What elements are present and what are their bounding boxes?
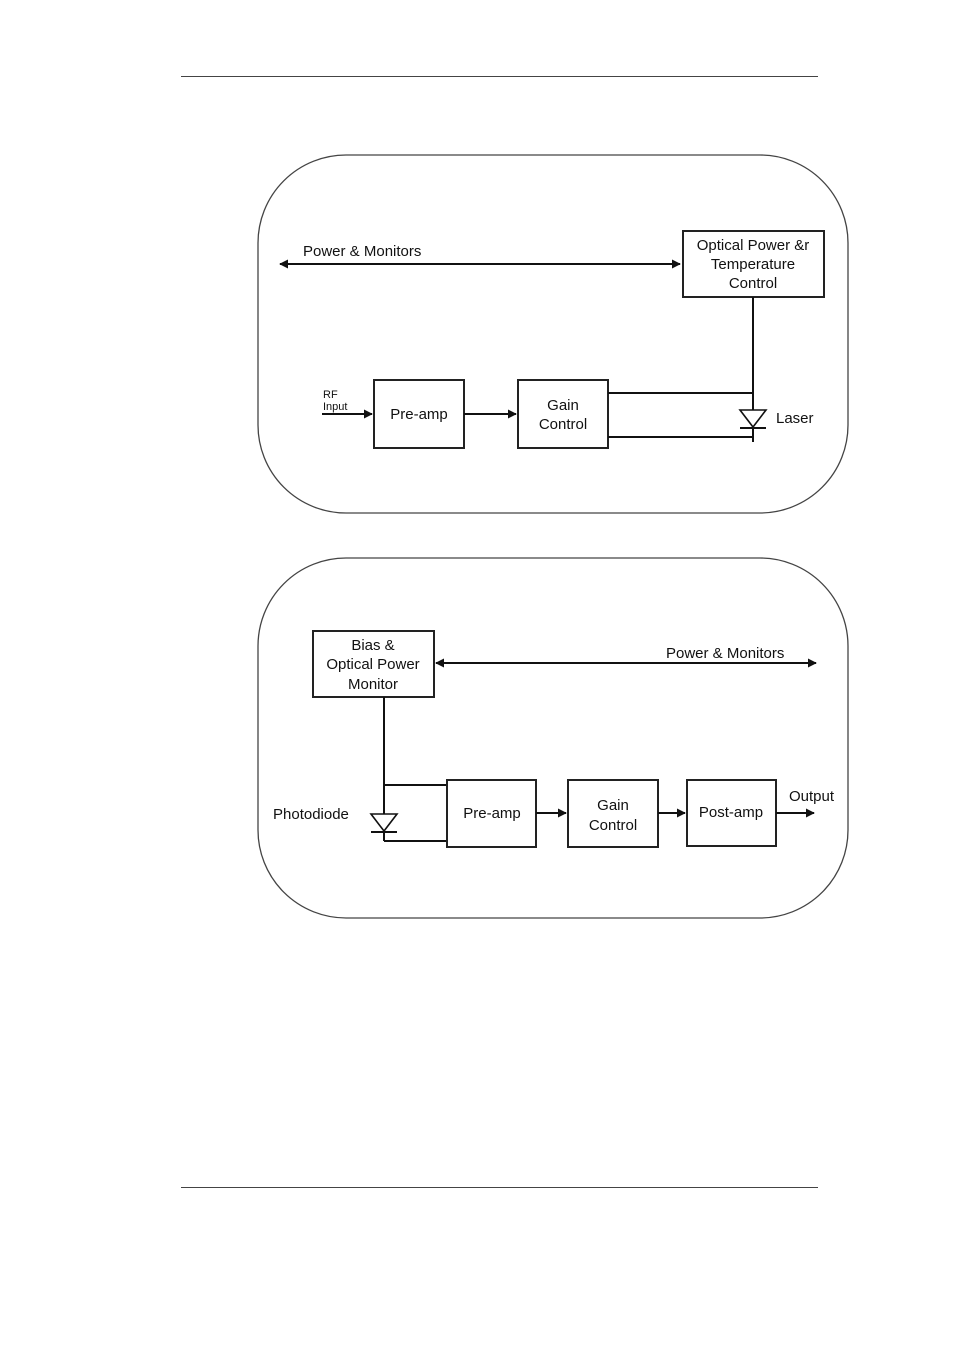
rx-photodiode-label: Photodiode [273, 806, 349, 823]
rx-preamp-label: Pre-amp [463, 805, 521, 822]
tx-power-monitors-label: Power & Monitors [303, 243, 421, 260]
tx-optical-control-line2: Temperature [711, 256, 795, 273]
rx-postamp-label: Post-amp [699, 804, 763, 821]
receiver-panel: Bias & Optical Power Monitor Power & Mon… [258, 558, 848, 918]
rx-output-label: Output [789, 788, 835, 805]
tx-preamp-label: Pre-amp [390, 406, 448, 423]
rx-power-monitors-label: Power & Monitors [666, 645, 784, 662]
tx-input-label: Input [323, 401, 347, 413]
tx-gain-control-box [518, 380, 608, 448]
tx-optical-control-line1: Optical Power &r [697, 237, 810, 254]
tx-laser-label: Laser [776, 410, 814, 427]
rx-gain-label-line2: Control [589, 817, 637, 834]
transmitter-panel-border [258, 155, 848, 513]
rx-bias-label-line1: Bias & [351, 637, 394, 654]
tx-optical-control-line3: Control [729, 275, 777, 292]
tx-rf-label: RF [323, 389, 338, 401]
rx-gain-label-line1: Gain [597, 797, 629, 814]
rx-bias-label-line2: Optical Power [326, 656, 419, 673]
receiver-panel-border [258, 558, 848, 918]
rx-bias-label-line3: Monitor [348, 676, 398, 693]
tx-gain-label-line1: Gain [547, 397, 579, 414]
transmitter-panel: Power & Monitors Optical Power &r Temper… [258, 155, 848, 513]
tx-gain-label-line2: Control [539, 416, 587, 433]
